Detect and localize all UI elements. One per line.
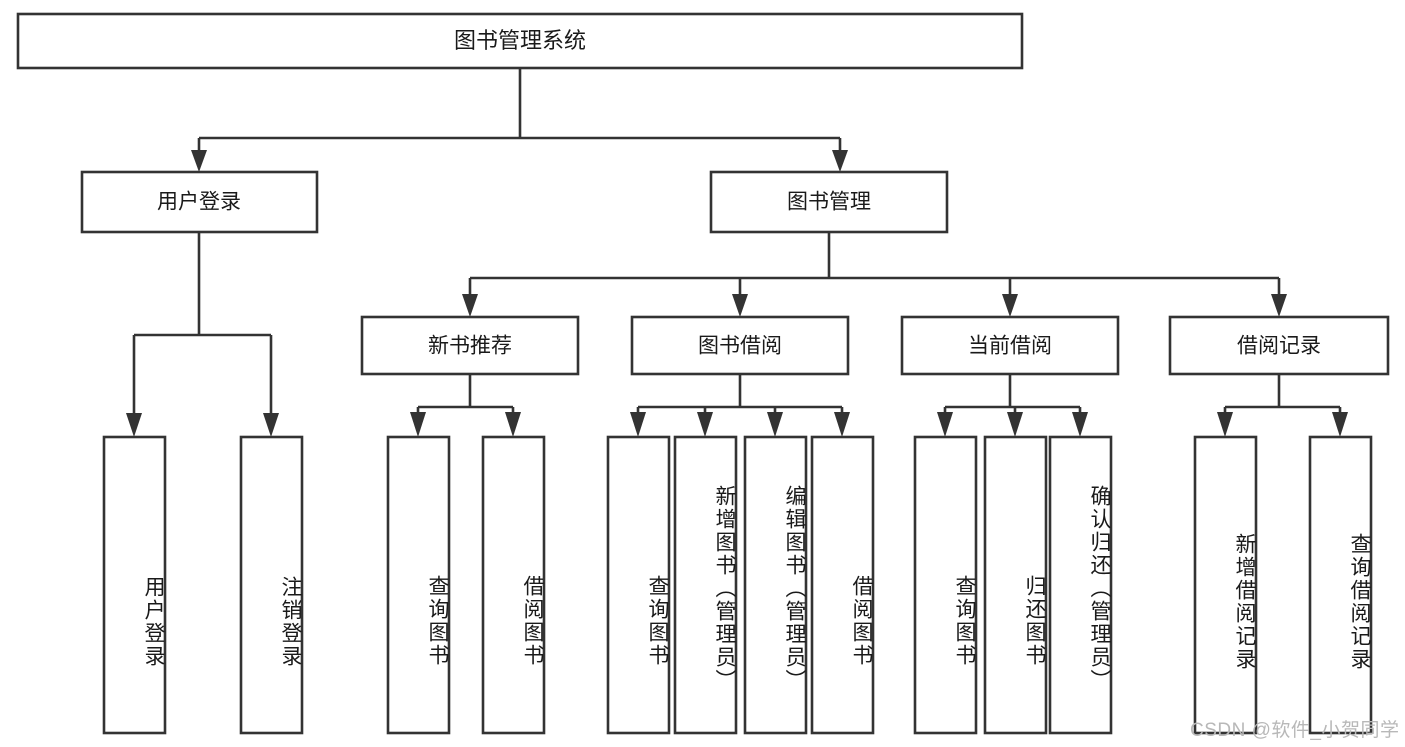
node-leaf-borrow-book-1[interactable] xyxy=(481,435,546,735)
node-leaf-confirm-return[interactable] xyxy=(1048,435,1113,735)
node-leaf-add-book[interactable] xyxy=(673,435,738,735)
node-leaf-query-record[interactable] xyxy=(1308,435,1373,735)
node-leaf-edit-book[interactable] xyxy=(743,435,808,735)
node-root[interactable]: 图书管理系统 xyxy=(16,12,1024,70)
connector-recommend-to-leaves xyxy=(410,374,521,437)
node-book-management[interactable]: 图书管理 xyxy=(709,170,949,234)
node-current-borrow[interactable]: 当前借阅 xyxy=(900,315,1120,376)
watermark-text: CSDN @软件_小贺同学 xyxy=(1190,720,1400,741)
connector-bookmgmt-to-level3 xyxy=(462,232,1287,317)
node-current-borrow-label: 当前借阅 xyxy=(968,335,1052,358)
node-leaf-user-login[interactable] xyxy=(102,435,167,735)
node-book-borrow-label: 图书借阅 xyxy=(698,335,782,358)
node-leaf-query-book-3[interactable] xyxy=(913,435,978,735)
connector-record-to-leaves xyxy=(1217,374,1348,437)
node-leaf-logout[interactable] xyxy=(239,435,304,735)
node-user-login-label: 用户登录 xyxy=(157,191,241,214)
connector-borrow-to-leaves xyxy=(630,374,850,437)
node-leaf-return-book[interactable] xyxy=(983,435,1048,735)
node-leaf-borrow-book-2[interactable] xyxy=(810,435,875,735)
node-root-label: 图书管理系统 xyxy=(454,28,586,53)
node-leaf-add-record[interactable] xyxy=(1193,435,1258,735)
node-book-borrow[interactable]: 图书借阅 xyxy=(630,315,850,376)
connector-root-to-level2 xyxy=(191,68,848,172)
node-leaf-query-book-1[interactable] xyxy=(386,435,451,735)
connector-current-to-leaves xyxy=(937,374,1088,437)
node-new-book-recommend[interactable]: 新书推荐 xyxy=(360,315,580,376)
node-book-management-label: 图书管理 xyxy=(787,191,871,214)
connector-userlogin-to-leaves xyxy=(126,232,279,437)
node-new-book-recommend-label: 新书推荐 xyxy=(428,335,512,358)
node-borrow-record-label: 借阅记录 xyxy=(1237,335,1321,358)
node-user-login[interactable]: 用户登录 xyxy=(80,170,319,234)
node-borrow-record[interactable]: 借阅记录 xyxy=(1168,315,1390,376)
node-leaf-query-book-2[interactable] xyxy=(606,435,671,735)
